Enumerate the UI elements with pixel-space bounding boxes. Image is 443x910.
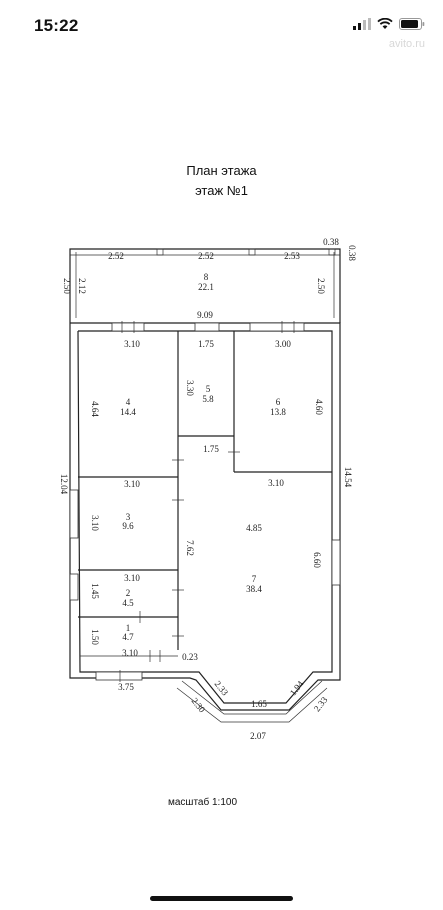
dimension-label: 3.00 (275, 339, 291, 349)
dimension-label: 2.12 (77, 278, 87, 294)
dimension-label: 1.94 (288, 678, 306, 697)
dimension-label: 2.50 (62, 278, 72, 294)
dimension-label: 3.75 (118, 682, 134, 692)
dimension-label: 12.04 (59, 474, 69, 495)
house-outline (69, 321, 341, 723)
dimension-label: 4.85 (246, 523, 262, 533)
dimension-label: 2.52 (108, 251, 124, 261)
plan-subtitle: этаж №1 (195, 183, 248, 198)
dimension-label: 2.33 (213, 679, 231, 698)
room-number: 1 (126, 623, 131, 633)
room-area: 5.8 (202, 394, 214, 404)
room-number: 8 (204, 272, 209, 282)
room-area: 4.5 (122, 598, 134, 608)
room-number: 5 (206, 384, 211, 394)
dimension-label: 2.33 (312, 694, 330, 713)
interior-walls (78, 331, 332, 662)
room-number: 4 (126, 397, 131, 407)
status-icons (353, 16, 425, 32)
room-area: 13.8 (270, 407, 286, 417)
room-number: 6 (276, 397, 281, 407)
status-bar: 15:22 (0, 0, 443, 44)
dimension-label: 9.09 (197, 310, 213, 320)
dimension-label: 1.75 (198, 339, 214, 349)
dimension-label: 0.38 (347, 245, 357, 261)
dimension-label: 2.52 (198, 251, 214, 261)
dimension-label: 3.10 (90, 515, 100, 531)
home-indicator[interactable] (150, 896, 293, 901)
dimension-labels: 2.52 2.52 2.53 0.38 0.38 2.50 2.12 2.50 … (59, 237, 357, 741)
battery-icon (399, 18, 425, 30)
dimension-label: 7.62 (185, 540, 195, 556)
dimension-label: 3.10 (124, 479, 140, 489)
dimension-label: 1.45 (90, 583, 100, 599)
dimension-label: 3.30 (185, 380, 195, 396)
room-labels: 8 22.1 4 14.4 5 5.8 6 13.8 3 9.6 7 38.4 … (120, 272, 286, 642)
dimension-label: 14.54 (343, 467, 353, 488)
room-number: 7 (252, 574, 257, 584)
dimension-label: 2.07 (250, 731, 266, 741)
dimension-label: 2.53 (284, 251, 300, 261)
watermark: avito.ru (388, 38, 425, 50)
wifi-icon (377, 18, 393, 29)
room-area: 14.4 (120, 407, 136, 417)
plan-title: План этажа (186, 163, 257, 178)
terrace (69, 248, 341, 323)
status-time: 15:22 (34, 16, 79, 35)
scale-label: масштаб 1:100 (168, 797, 238, 808)
dimension-label: 0.23 (182, 652, 198, 662)
dimension-label: 3.10 (122, 648, 138, 658)
room-number: 3 (126, 512, 131, 522)
room-number: 2 (126, 588, 131, 598)
room-area: 38.4 (246, 584, 262, 594)
dimension-label: 0.38 (323, 237, 339, 247)
dimension-label: 2.50 (316, 278, 326, 294)
room-area: 4.7 (122, 632, 134, 642)
dimension-label: 1.75 (203, 444, 219, 454)
dimension-label: 1.65 (251, 699, 267, 709)
dimension-label: 3.10 (268, 478, 284, 488)
signal-icon (353, 18, 371, 30)
dimension-label: 3.10 (124, 339, 140, 349)
room-area: 9.6 (122, 521, 134, 531)
dimension-label: 3.10 (124, 573, 140, 583)
dimension-label: 1.50 (90, 629, 100, 645)
dimension-label: 4.64 (90, 401, 100, 417)
dimension-label: 6.60 (312, 552, 322, 568)
dimension-label: 4.60 (314, 399, 324, 415)
room-area: 22.1 (198, 282, 214, 292)
